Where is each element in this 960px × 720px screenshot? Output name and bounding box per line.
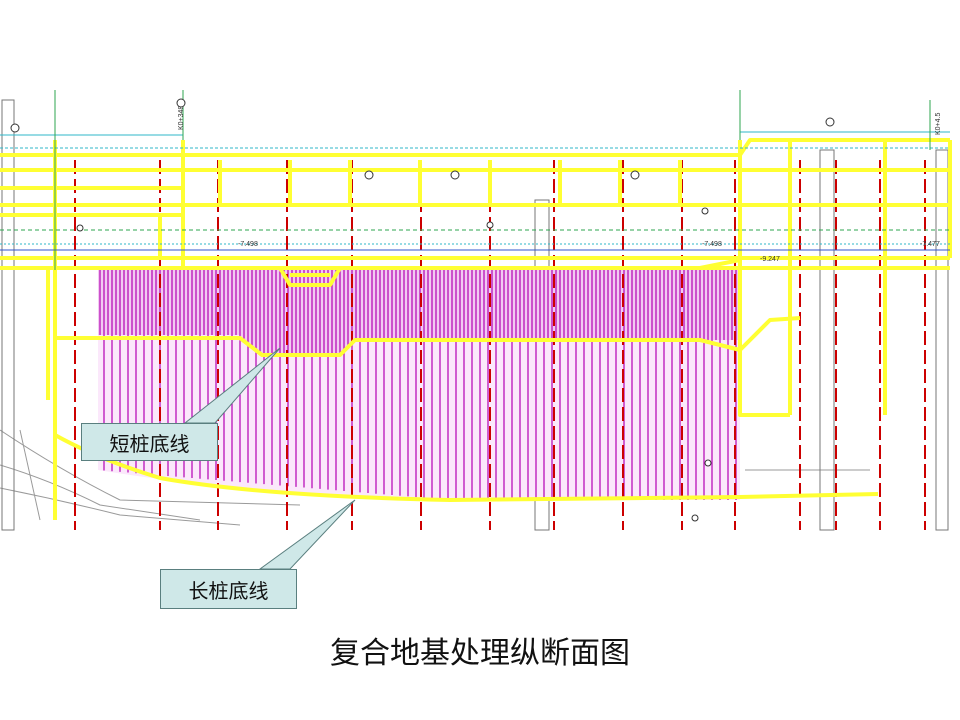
elev-label-d: -7.477 xyxy=(920,241,940,248)
survey-marker-icon xyxy=(486,221,494,229)
survey-marker-icon xyxy=(176,98,186,108)
cad-annotation-lines xyxy=(0,90,950,270)
survey-marker-icon xyxy=(10,123,20,133)
short-pile-callout: 短桩底线 xyxy=(81,423,218,461)
station-label-a: K0+348.8 xyxy=(178,100,185,130)
drawing-caption: 复合地基处理纵断面图 xyxy=(330,636,630,671)
station-label-b: K0+4.5 xyxy=(935,113,942,135)
survey-marker-icon xyxy=(76,224,84,232)
survey-marker-icon xyxy=(630,170,640,180)
survey-marker-icons xyxy=(10,98,835,522)
survey-marker-icon xyxy=(704,459,712,467)
survey-marker-icon xyxy=(450,170,460,180)
elev-label-c: -9.247 xyxy=(760,256,780,263)
survey-marker-icon xyxy=(825,117,835,127)
elev-label-b: -7.498 xyxy=(702,241,722,248)
soil-contour-lines xyxy=(0,429,870,526)
leader-long-pointer-icon xyxy=(258,499,356,570)
pile-zone xyxy=(98,268,740,500)
survey-marker-icon xyxy=(364,170,374,180)
elevation-markers: -7.498 -7.498 -9.247 -7.477 K0+348.8 K0+… xyxy=(178,100,942,263)
elev-label-a: -7.498 xyxy=(238,241,258,248)
long-pile-callout: 长桩底线 xyxy=(160,569,297,609)
survey-marker-icon xyxy=(701,207,709,215)
survey-marker-icon xyxy=(691,514,699,522)
borehole-lines xyxy=(74,160,926,530)
